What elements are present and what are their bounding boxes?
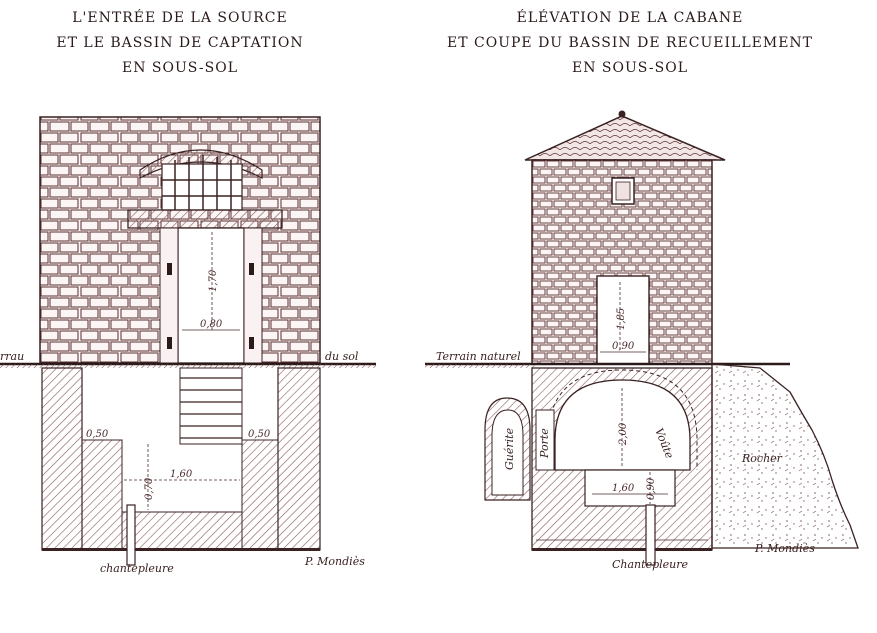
right-drain-pipe — [645, 504, 656, 566]
left-stairs — [179, 367, 243, 445]
cabin-door — [596, 275, 650, 365]
left-door-height-label: 1,70 — [208, 269, 219, 292]
left-caption-line-1: L'ENTRÉE DE LA SOURCE — [72, 10, 288, 26]
right-caption-line-1: ÉLÉVATION DE LA CABANE — [516, 10, 744, 26]
left-bench-left — [81, 439, 123, 551]
right-caption-line-2: ET COUPE DU BASSIN DE RECUEILLEMENT — [447, 35, 813, 51]
source-entrance-drawing: 1,70 0,80 rrau du sol — [0, 116, 376, 575]
hinge-icon — [167, 263, 172, 275]
left-wall-section-left — [41, 367, 83, 551]
side-room-label: Guérite — [503, 427, 516, 470]
left-caption-line-2: ET LE BASSIN DE CAPTATION — [56, 35, 304, 51]
left-ground-label-left: rrau — [0, 350, 24, 363]
left-basin-depth-label: 0,70 — [144, 477, 155, 500]
roof-finial-icon — [618, 110, 626, 118]
left-door-opening — [177, 227, 245, 364]
right-plate-caption: ÉLÉVATION DE LA CABANE ET COUPE DU BASSI… — [430, 6, 830, 81]
basin-depth-label: 0,90 — [646, 477, 657, 500]
left-basin-floor — [121, 511, 243, 551]
left-ground-label-right: du sol — [325, 350, 359, 363]
left-ledge-right-label: 0,50 — [248, 429, 271, 440]
left-pipe-label: chantepleure — [100, 562, 174, 575]
rock-label: Rocher — [741, 452, 783, 465]
left-wall-section-right — [277, 367, 321, 551]
hinge-icon — [249, 263, 254, 275]
rock-mass — [711, 363, 859, 549]
vault-height-label: 2,00 — [618, 422, 629, 446]
left-ground-hatch — [0, 364, 376, 368]
right-ground-label: Terrain naturel — [436, 350, 521, 363]
right-caption-line-3: EN SOUS-SOL — [572, 60, 688, 76]
left-drain-pipe — [126, 504, 136, 566]
left-basin-width-label: 1,60 — [170, 469, 193, 480]
left-caption-line-3: EN SOUS-SOL — [122, 60, 238, 76]
left-ledge-left-label: 0,50 — [86, 429, 109, 440]
right-pipe-label: Chantepleure — [612, 558, 688, 571]
left-signature: P. Mondiès — [304, 555, 365, 568]
cabin-roof — [524, 115, 726, 161]
left-grille — [161, 155, 243, 211]
hinge-icon — [249, 337, 254, 349]
hinge-icon — [167, 337, 172, 349]
vault-interior — [554, 379, 691, 471]
left-lintel — [127, 209, 283, 229]
collecting-basin — [584, 469, 676, 507]
cabin-door-width-label: 0,90 — [612, 341, 635, 352]
side-door-label: Porte — [538, 428, 551, 459]
left-door-width-label: 0,80 — [200, 319, 223, 330]
left-bench-right — [241, 439, 279, 551]
right-signature: P. Mondiès — [754, 542, 815, 555]
left-plate-caption: L'ENTRÉE DE LA SOURCE ET LE BASSIN DE CA… — [30, 6, 330, 81]
side-door-post — [535, 409, 555, 471]
cabin-elevation-drawing: 1,85 0,90 Terrain naturel Rocher 2,00 Vo… — [425, 110, 859, 571]
basin-width-label: 1,60 — [612, 483, 635, 494]
cabin-door-height-label: 1,85 — [616, 308, 627, 330]
